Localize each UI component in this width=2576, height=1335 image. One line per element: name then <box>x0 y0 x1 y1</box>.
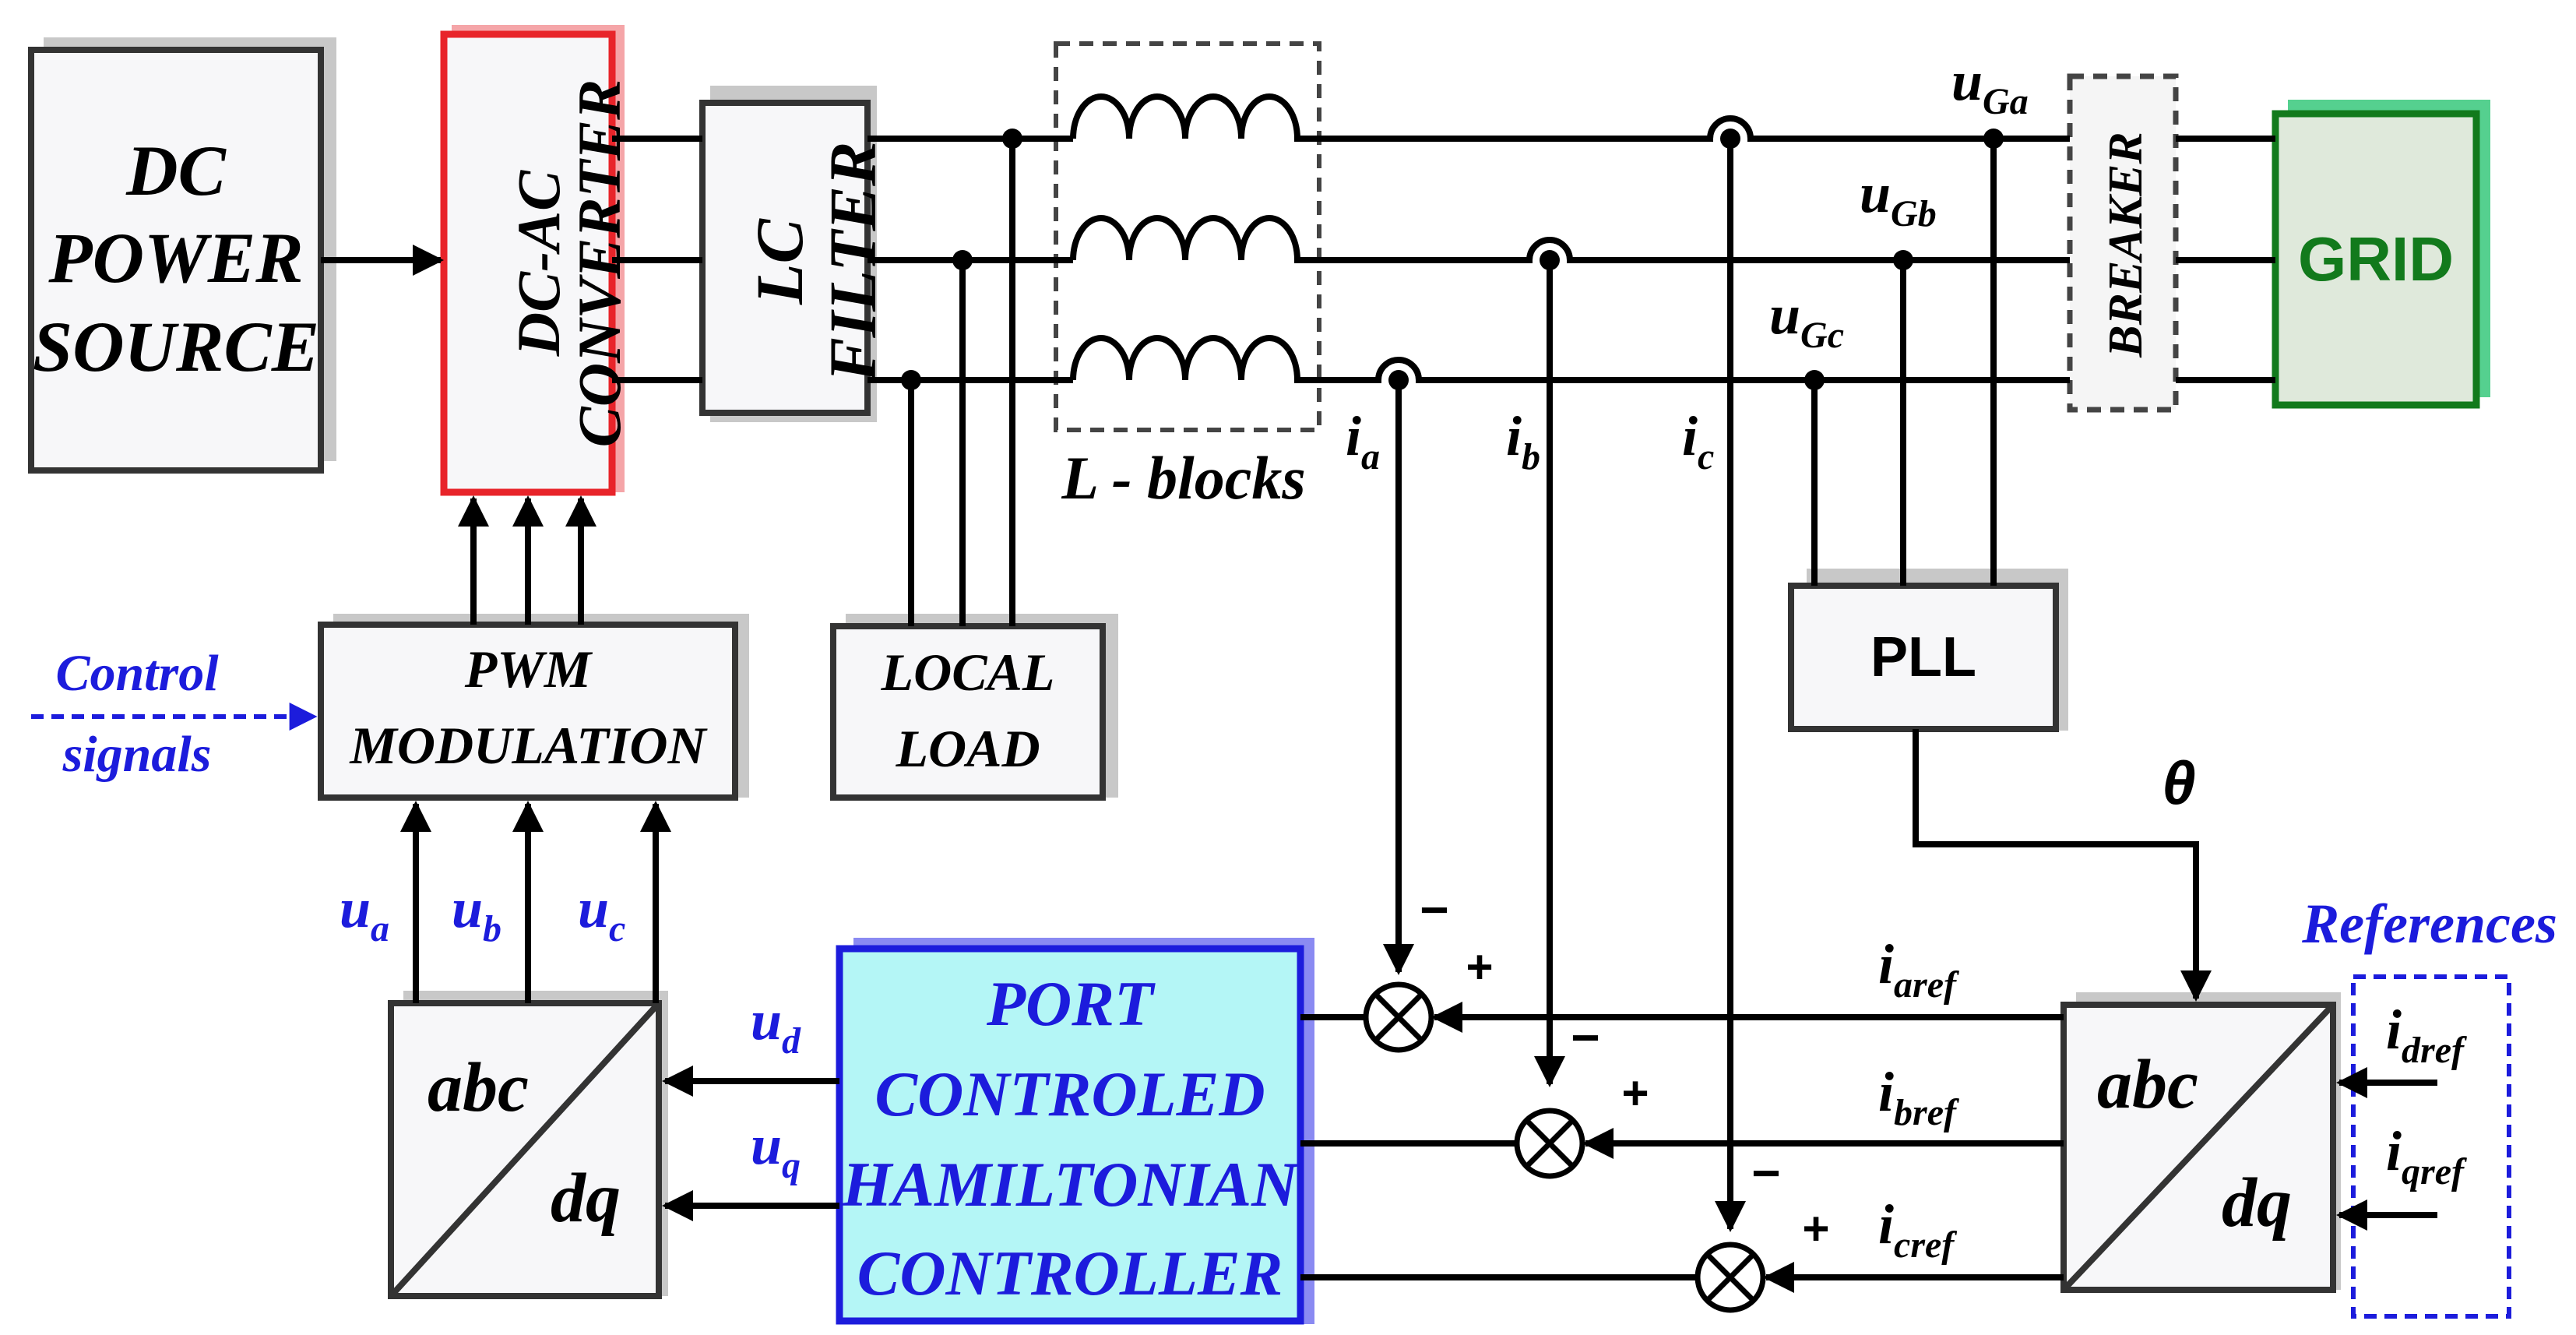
lc-filter-block: LC FILTER <box>699 86 890 422</box>
pll-block: PLL <box>1788 569 2068 732</box>
summing-junction-b <box>1514 1108 1585 1179</box>
label-idref: idref <box>2386 999 2467 1071</box>
label-iaref: iaref <box>1878 933 1959 1006</box>
label-ub: ub <box>452 877 501 949</box>
dc-source-line1: DC <box>125 131 227 210</box>
converter-line1: DC-AC <box>505 170 572 357</box>
l-blocks-label: L - blocks <box>1061 444 1305 512</box>
references-label: References <box>2301 893 2557 955</box>
grid-block: GRID <box>2272 100 2490 409</box>
label-uq: uq <box>751 1114 801 1186</box>
local-load-block: LOCAL LOAD <box>830 614 1118 801</box>
pll-label: PLL <box>1870 626 1976 689</box>
breaker-label: BREAKER <box>2099 132 2152 358</box>
label-ia: ia <box>1346 405 1380 477</box>
label-icref: icref <box>1878 1193 1957 1266</box>
control-signals-line1: Control <box>55 645 219 702</box>
abc-left-bottom: dq <box>551 1160 621 1237</box>
pch-controller-block: PORT CONTROLED HAMILTONIAN CONTROLLER <box>836 938 1314 1325</box>
label-uga: uGa <box>1951 50 2029 122</box>
lc-filter-line1: LC <box>742 217 817 305</box>
label-ua: ua <box>340 877 389 949</box>
pwm-line1: PWM <box>464 639 593 699</box>
power-wiring <box>321 93 2275 626</box>
abc-dq-right-block: abc dq <box>2060 992 2341 1293</box>
dc-ac-converter-block: DC-AC CONVERTER <box>440 25 633 496</box>
local-load-line1: LOCAL <box>881 643 1055 702</box>
label-iqref: iqref <box>2386 1120 2467 1192</box>
pch-line3: HAMILTONIAN <box>842 1149 1300 1220</box>
label-ib: ib <box>1506 405 1540 477</box>
summing-junctions: − + − + − + <box>1363 882 1830 1313</box>
label-ic: ic <box>1682 405 1714 477</box>
sign-plus-c: + <box>1802 1203 1829 1255</box>
summing-junction-a <box>1363 981 1434 1053</box>
summing-junction-c <box>1694 1242 1766 1313</box>
label-ugc: uGc <box>1769 284 1844 356</box>
sign-minus-a: − <box>1420 882 1448 938</box>
l-blocks-group: L - blocks <box>1054 41 1321 512</box>
dc-source-line2: POWER <box>48 218 303 298</box>
label-uc: uc <box>578 877 625 949</box>
sign-minus-b: − <box>1571 1009 1599 1066</box>
dc-power-source-block: DC POWER SOURCE <box>28 37 336 474</box>
abc-right-top: abc <box>2097 1046 2198 1123</box>
abc-right-bottom: dq <box>2222 1164 2292 1242</box>
pch-line4: CONTROLLER <box>857 1238 1283 1309</box>
label-ibref: ibref <box>1878 1061 1959 1133</box>
sign-plus-a: + <box>1466 941 1493 993</box>
references-group: References <box>2301 893 2557 1319</box>
abc-left-top: abc <box>428 1049 529 1126</box>
local-load-line2: LOAD <box>895 719 1040 778</box>
grid-label: GRID <box>2298 224 2454 294</box>
pwm-line2: MODULATION <box>349 716 708 775</box>
sign-minus-c: − <box>1751 1145 1780 1201</box>
label-ugb: uGb <box>1860 162 1937 234</box>
breaker-block: BREAKER <box>2067 73 2179 413</box>
abc-dq-left-block: abc dq <box>388 991 668 1299</box>
control-wiring <box>31 139 2437 1293</box>
pwm-modulation-block: PWM MODULATION <box>318 614 749 801</box>
sign-plus-b: + <box>1621 1067 1649 1119</box>
dc-source-line3: SOURCE <box>33 307 319 386</box>
pch-line2: CONTROLED <box>875 1058 1265 1129</box>
signal-labels: uGa uGb uGc ia ib ic ua ub uc ud uq iare… <box>55 50 2467 1266</box>
pch-line1: PORT <box>986 968 1156 1039</box>
label-ud: ud <box>751 989 801 1062</box>
label-theta: θ <box>2162 749 2196 817</box>
control-signals-line2: signals <box>62 726 212 783</box>
